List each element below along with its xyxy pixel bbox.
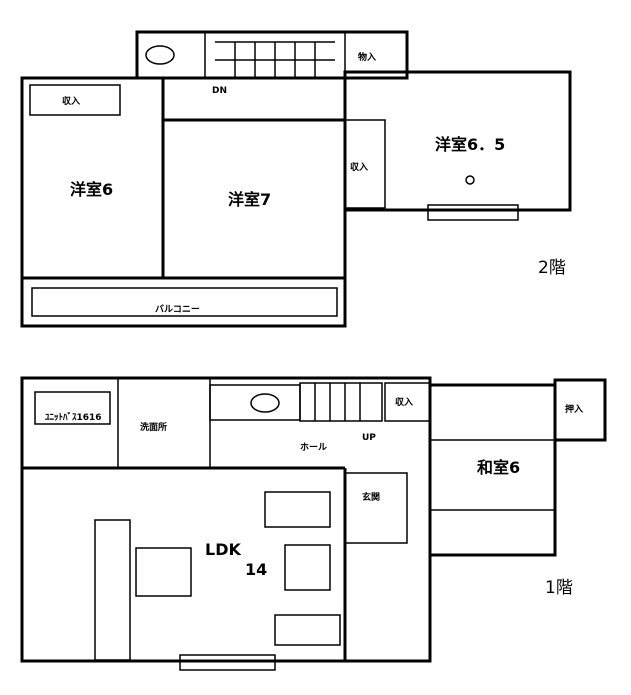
closet-label: 収入 — [350, 161, 368, 173]
floor-1-plan: ﾕﾆｯﾄﾊﾞｽ1616 洗面所 収入 押入 ホール UP 玄関 LDK 14 和… — [20, 376, 607, 671]
floor-2-plan: 収入 収入 物入 DN 洋室6 洋室7 洋室6．5 バルコニー 2階 — [20, 30, 572, 328]
room-label: 洋室6．5 — [435, 135, 505, 154]
stairs-1f — [299, 382, 383, 422]
closet-label: 押入 — [565, 403, 583, 415]
hall-label: ホール — [300, 442, 327, 453]
room-label: 和室6 — [477, 458, 520, 477]
washroom-label: 洗面所 — [140, 421, 167, 433]
room-label: 洋室7 — [228, 190, 271, 209]
room-label: 洋室6 — [70, 180, 113, 199]
closet-label: 収入 — [395, 396, 413, 408]
floor-label: 2階 — [538, 258, 566, 278]
room-size: 14 — [245, 560, 267, 579]
stairs-up-label: UP — [362, 433, 376, 443]
toilet-icon — [145, 45, 175, 65]
floor-label: 1階 — [545, 578, 573, 598]
balcony-label: バルコニー — [155, 304, 200, 315]
storage-label: 物入 — [358, 51, 376, 63]
bath-label: ﾕﾆｯﾄﾊﾞｽ1616 — [45, 411, 102, 423]
toilet-room — [209, 384, 301, 421]
stairs-down-label: DN — [212, 86, 227, 96]
closet-label: 収入 — [62, 95, 80, 107]
balcony — [20, 276, 347, 328]
entrance-label: 玄関 — [362, 491, 380, 503]
toilet-icon — [250, 393, 280, 413]
room-label: LDK — [205, 540, 241, 559]
stairs-2f — [215, 41, 335, 78]
